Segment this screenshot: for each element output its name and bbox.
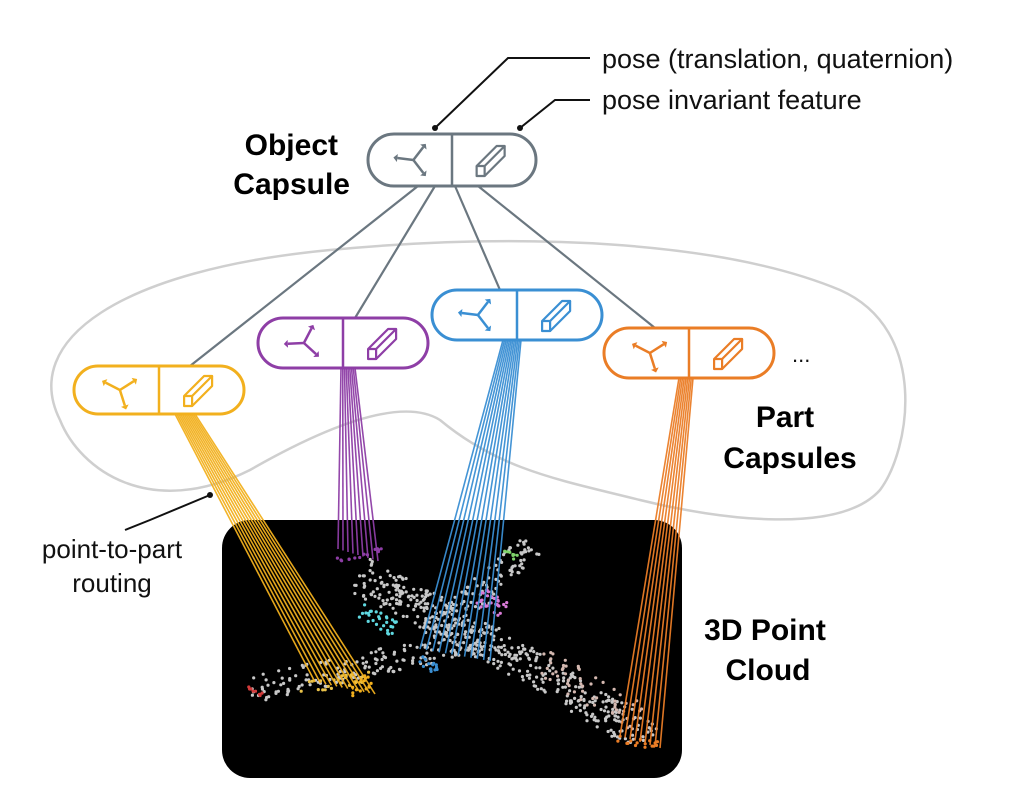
routing-label-line1: point-to-part	[42, 534, 183, 564]
pose-axes-icon	[457, 298, 492, 332]
point-cloud-label-line1: 3D Point	[704, 614, 826, 647]
object-capsule-label-line1: Object	[245, 129, 338, 162]
capsule-part-yellow	[72, 364, 246, 416]
object-capsule-label-line2: Capsule	[233, 168, 350, 201]
pose-axes-icon	[393, 143, 427, 177]
capsule-object	[366, 132, 538, 188]
feature-box-icon	[712, 337, 744, 371]
capsule-part-purple	[256, 316, 430, 370]
pose-axes-icon	[101, 377, 138, 410]
pose-label: pose (translation, quaternion)	[602, 44, 953, 74]
capsules	[72, 132, 776, 416]
feature-box-icon	[367, 327, 398, 361]
point-cloud-label-line2: Cloud	[726, 654, 811, 687]
routing-label-line2: routing	[72, 568, 152, 598]
point-cloud-panel	[222, 520, 682, 778]
point-cloud-points	[247, 539, 660, 749]
feature-box-icon	[183, 374, 214, 408]
pose-invariant-label: pose invariant feature	[602, 85, 862, 115]
feature-box-icon	[540, 299, 572, 333]
feature-box-icon	[475, 144, 506, 178]
capsule-part-orange	[602, 326, 776, 380]
pose-axes-icon	[631, 340, 668, 373]
label-leaders	[124, 57, 590, 531]
part-capsules-label-line2: Capsules	[723, 442, 856, 475]
part-capsules-ellipse	[50, 239, 907, 521]
part-capsules-label-line1: Part	[756, 401, 814, 434]
routing-lines	[174, 339, 694, 749]
capsule-part-blue	[430, 288, 604, 342]
object-to-part-connections	[189, 185, 656, 367]
more-capsules-ellipsis: ...	[792, 342, 810, 367]
pose-axes-icon	[283, 324, 319, 358]
